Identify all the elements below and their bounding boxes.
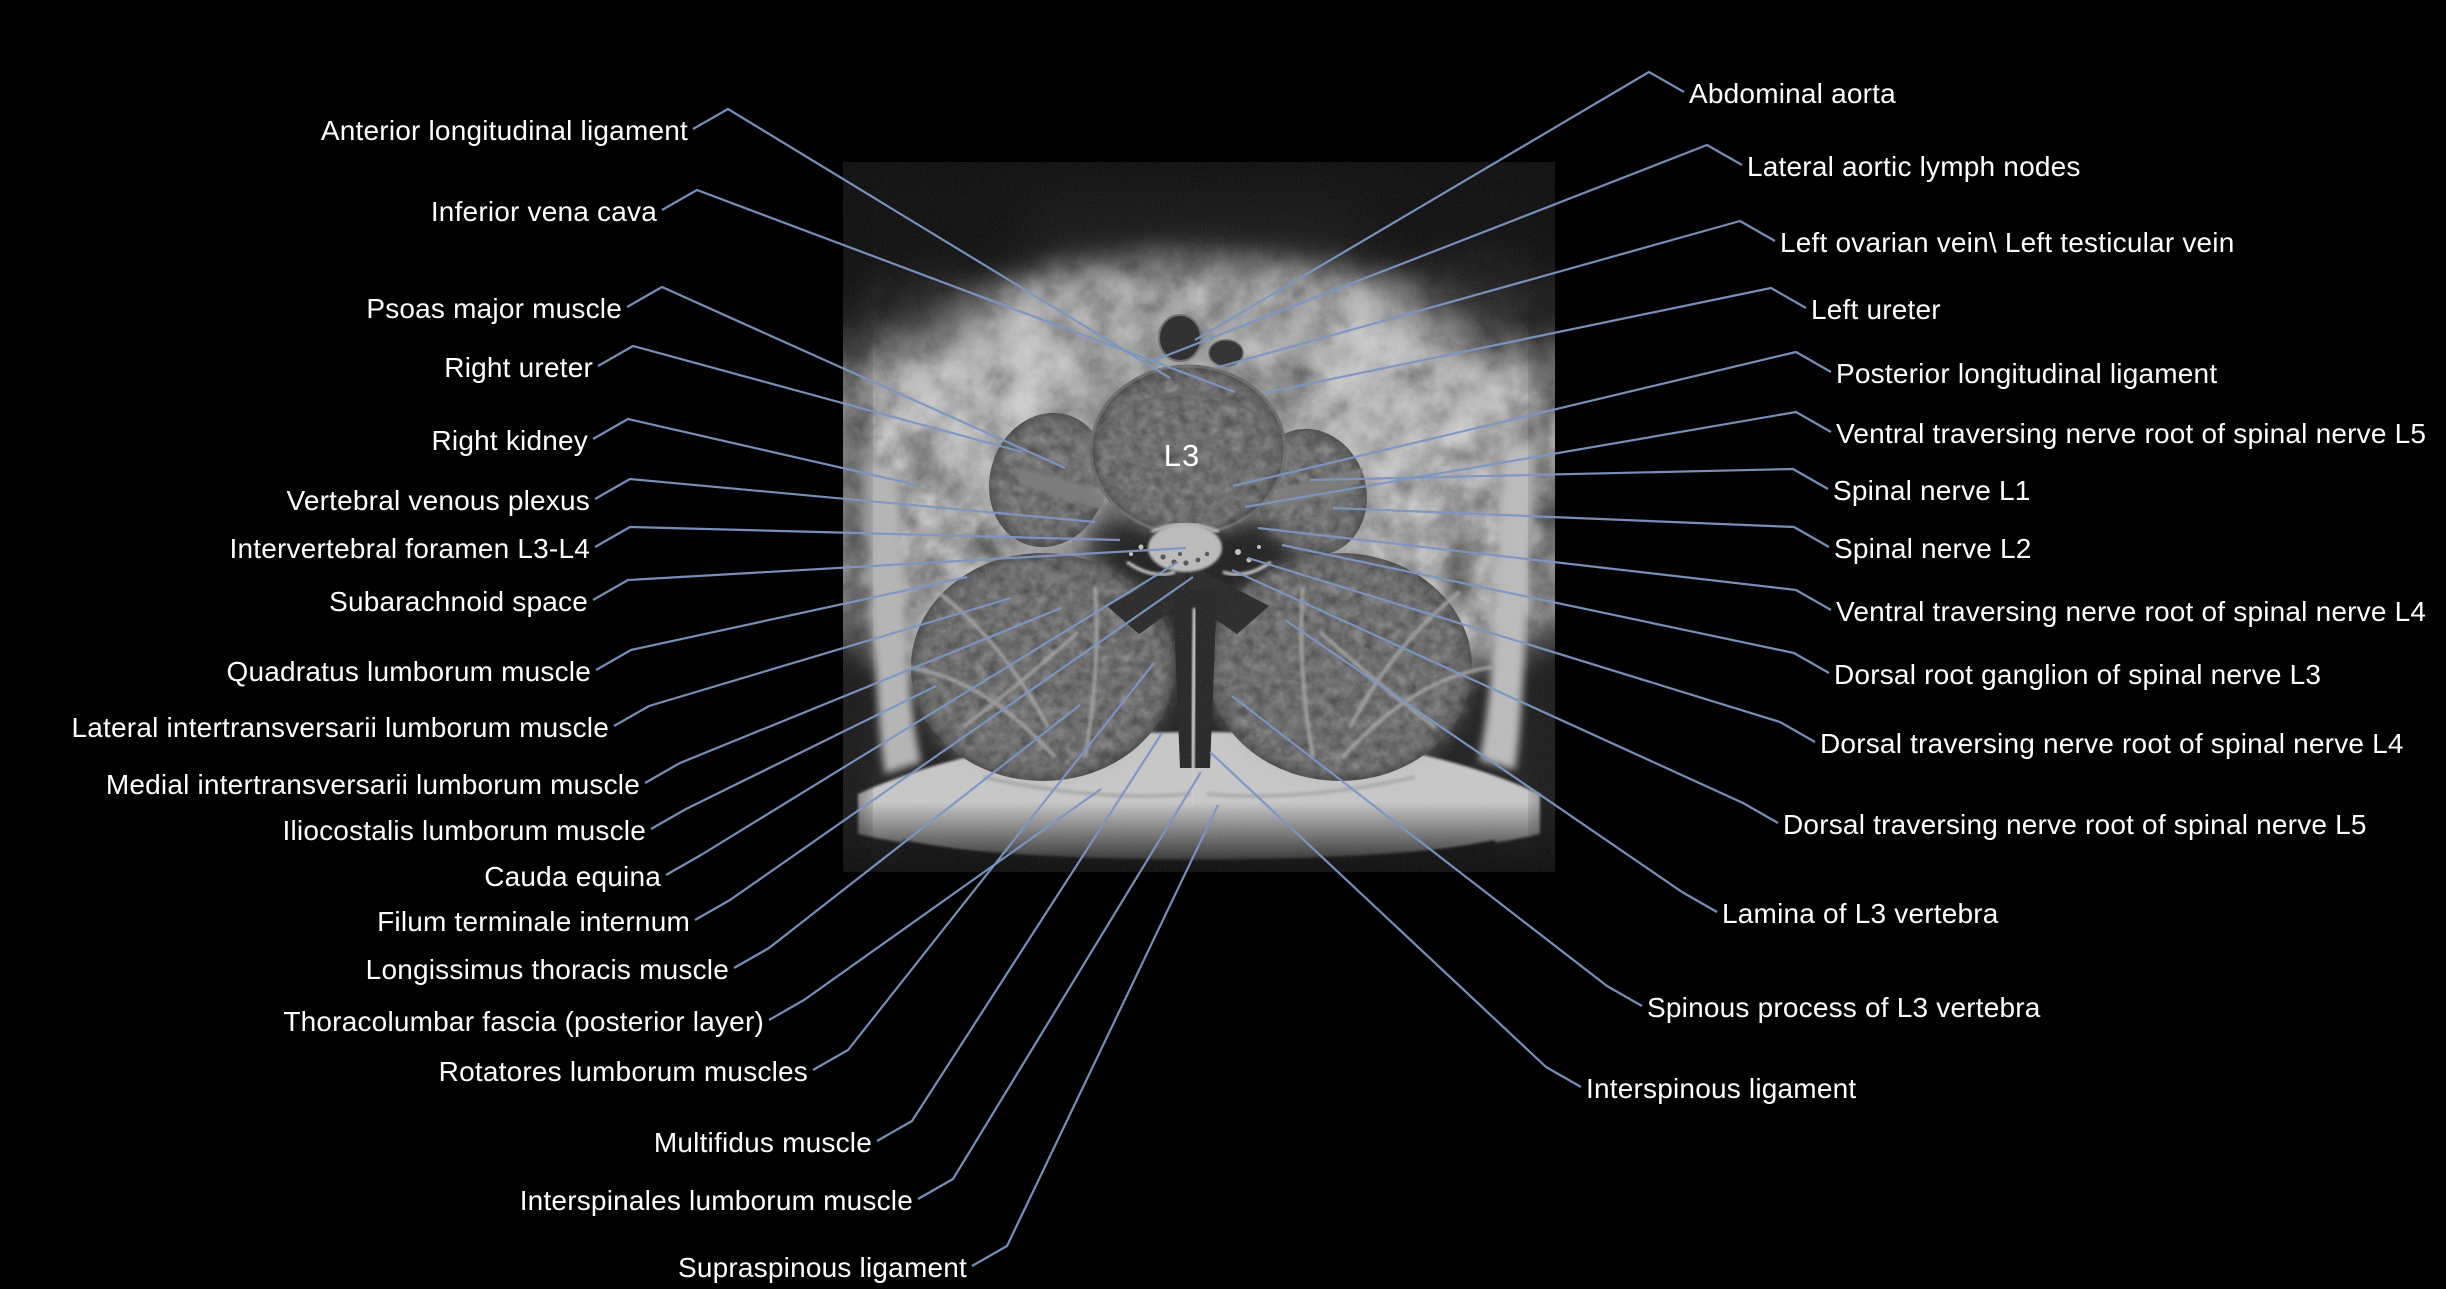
anatomy-label-right-4: Posterior longitudinal ligament (1836, 358, 2218, 389)
anatomy-label-right-5: Ventral traversing nerve root of spinal … (1836, 418, 2427, 449)
mri-image (843, 162, 1555, 872)
anatomy-label-right-1: Lateral aortic lymph nodes (1747, 151, 2081, 182)
anatomy-label-left-6: Intervertebral foramen L3-L4 (229, 533, 590, 564)
anatomy-label-right-8: Ventral traversing nerve root of spinal … (1836, 596, 2427, 627)
anatomy-label-left-13: Filum terminale internum (377, 906, 690, 937)
anatomy-label-left-19: Supraspinous ligament (677, 1252, 967, 1283)
anatomy-label-right-14: Interspinous ligament (1586, 1073, 1857, 1104)
anatomy-label-right-11: Dorsal traversing nerve root of spinal n… (1783, 809, 2367, 840)
anatomy-label-left-2: Psoas major muscle (366, 293, 622, 324)
anatomy-label-right-3: Left ureter (1811, 294, 1941, 325)
anatomy-label-right-7: Spinal nerve L2 (1834, 533, 2032, 564)
anatomy-label-right-10: Dorsal traversing nerve root of spinal n… (1820, 728, 2404, 759)
anatomy-label-left-8: Quadratus lumborum muscle (226, 656, 591, 687)
anatomy-label-left-1: Inferior vena cava (430, 196, 657, 227)
anatomy-label-left-17: Multifidus muscle (653, 1127, 872, 1158)
anatomy-label-right-6: Spinal nerve L1 (1833, 475, 2031, 506)
anatomy-label-left-15: Thoracolumbar fascia (posterior layer) (283, 1006, 764, 1037)
anatomy-label-left-3: Right ureter (444, 352, 593, 383)
anatomy-label-right-2: Left ovarian vein\ Left testicular vein (1780, 227, 2235, 258)
anatomy-label-right-0: Abdominal aorta (1689, 78, 1896, 109)
anatomy-label-left-10: Medial intertransversarii lumborum muscl… (105, 769, 640, 800)
vertebra-label: L3 (1163, 438, 1201, 473)
anatomy-label-left-7: Subarachnoid space (329, 586, 588, 617)
anatomy-label-left-5: Vertebral venous plexus (286, 485, 590, 516)
leader-line (971, 804, 1219, 1267)
anatomy-label-left-11: Iliocostalis lumborum muscle (282, 815, 646, 846)
mri-art (843, 162, 1555, 872)
anatomy-label-left-18: Interspinales lumborum muscle (519, 1185, 913, 1216)
anatomy-label-right-9: Dorsal root ganglion of spinal nerve L3 (1834, 659, 2322, 690)
anatomy-label-left-12: Cauda equina (484, 861, 661, 892)
anatomy-label-right-13: Spinous process of L3 vertebra (1647, 992, 2041, 1023)
anatomy-label-right-12: Lamina of L3 vertebra (1722, 898, 1999, 929)
anatomy-label-left-16: Rotatores lumborum muscles (438, 1056, 808, 1087)
anatomy-label-left-14: Longissimus thoracis muscle (365, 954, 729, 985)
anatomy-label-left-4: Right kidney (431, 425, 588, 456)
anatomy-label-left-0: Anterior longitudinal ligament (320, 115, 688, 146)
anatomy-label-left-9: Lateral intertransversarii lumborum musc… (71, 712, 609, 743)
